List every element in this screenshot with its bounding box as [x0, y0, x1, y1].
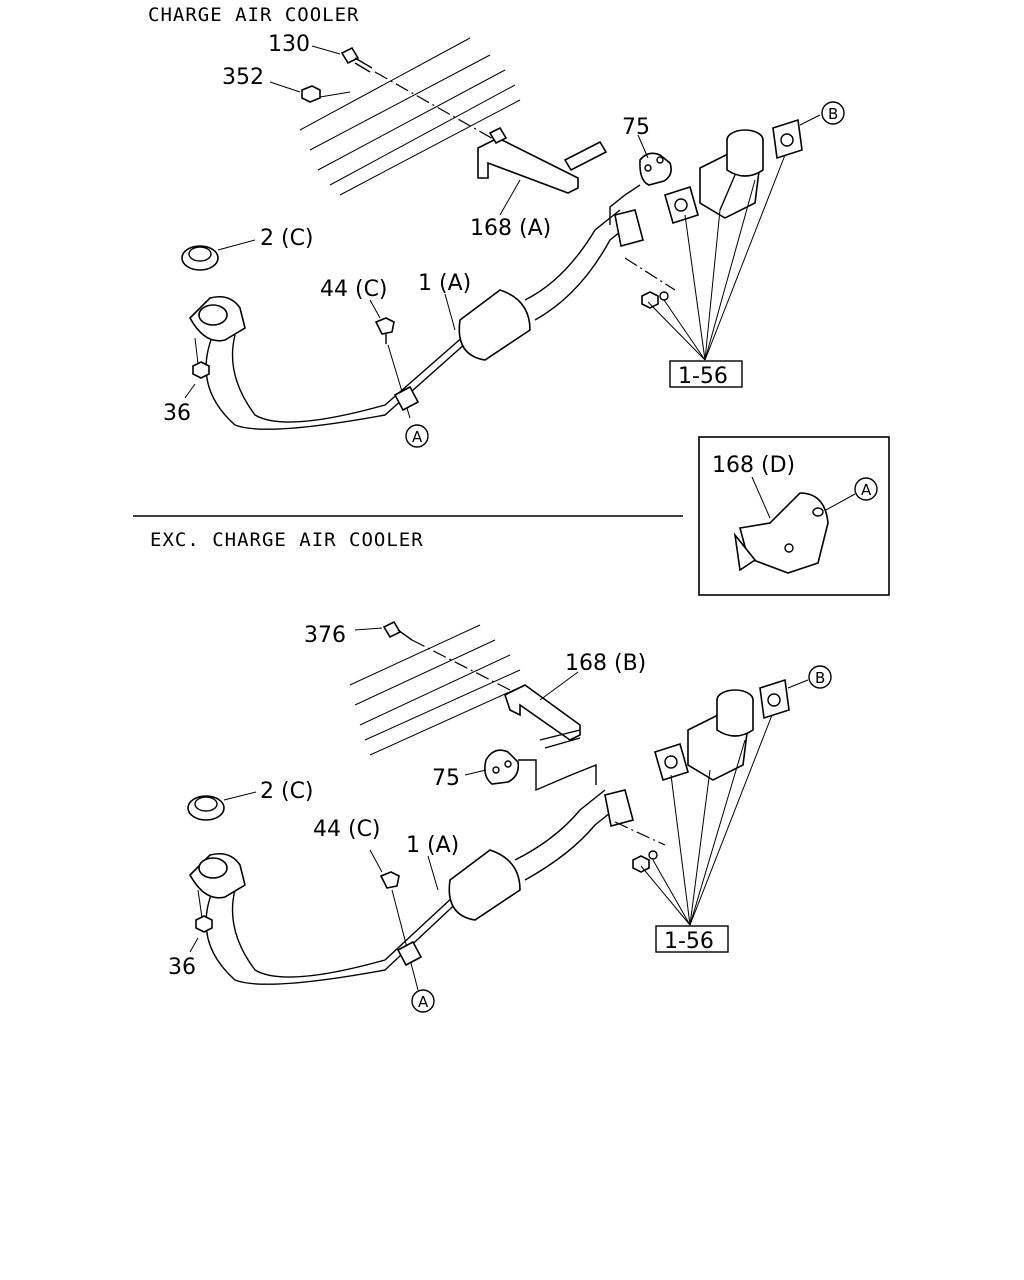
leader-168a — [499, 179, 521, 216]
section-title-exc-charge-air-cooler: EXC. CHARGE AIR COOLER — [150, 529, 424, 551]
circle-a-bottom-label: A — [418, 993, 429, 1011]
circle-b-bottom — [808, 665, 832, 689]
label-36-bottom: 36 — [168, 955, 196, 980]
label-130: 130 — [268, 32, 310, 57]
frame-rail-bottom — [349, 624, 526, 756]
nut-flange-bottom — [632, 855, 650, 873]
inset-circle-a — [854, 477, 878, 501]
ref-1-56-top[interactable]: 1-56 — [678, 364, 728, 389]
leader-75 — [637, 134, 649, 159]
label-44c: 44 (C) — [320, 277, 388, 302]
rubber-mount-75 — [639, 152, 672, 186]
leader-352 — [269, 81, 301, 93]
nut-flange-top — [641, 291, 659, 309]
section-title-charge-air-cooler: CHARGE AIR COOLER — [148, 4, 359, 26]
gasket-flange-bottom — [654, 742, 689, 782]
muffler-assembly — [699, 129, 764, 219]
ref-box-bottom — [655, 925, 729, 953]
bracket-a-bottom — [396, 940, 423, 967]
label-1a: 1 (A) — [418, 271, 471, 296]
gasket-2c-bottom — [187, 795, 225, 821]
label-352: 352 — [222, 65, 264, 90]
circle-b-bottom-label: B — [815, 669, 825, 687]
muffler-assembly-bottom — [687, 689, 754, 781]
bolt-44c-bottom — [379, 871, 400, 889]
exhaust-pipe-1a-bottom — [205, 789, 634, 985]
hanger-rod-bottom — [518, 759, 597, 792]
circle-a-bottom — [411, 989, 435, 1013]
frame-rail-top — [299, 37, 521, 196]
bolt-376 — [382, 620, 413, 641]
front-flange-bottom — [189, 852, 246, 899]
label-36: 36 — [163, 401, 191, 426]
ref-leaders-bottom — [640, 714, 773, 926]
exhaust-pipe-1a-top — [205, 209, 644, 430]
gasket-flange — [664, 185, 699, 225]
bracket-168b — [504, 684, 581, 749]
gasket-b — [772, 118, 803, 160]
circle-a-top — [405, 424, 429, 448]
bolt-44c-top — [374, 317, 395, 335]
gasket-2c-top — [181, 245, 219, 271]
leader-1a — [444, 293, 456, 331]
circle-b-top — [821, 101, 845, 125]
inset-circle-a-label: A — [861, 481, 872, 499]
ref-leaders-top — [647, 154, 786, 361]
front-flange-top — [189, 295, 246, 342]
label-1a-bottom: 1 (A) — [406, 833, 459, 858]
label-376: 376 — [304, 623, 346, 648]
bolt-axis-line — [374, 71, 496, 141]
ref-1-56-bottom[interactable]: 1-56 — [664, 929, 714, 954]
circle-b-top-label: B — [828, 105, 838, 123]
label-2c-bottom: 2 (C) — [260, 779, 314, 804]
leader-130 — [311, 45, 341, 55]
gasket-b-bottom — [759, 678, 790, 720]
nut-36-top — [192, 361, 210, 379]
ref-box-top — [669, 360, 743, 388]
nut-352 — [301, 85, 321, 103]
label-75-bottom: 75 — [432, 766, 460, 791]
rubber-mount-75-bottom — [484, 749, 520, 785]
leader-2c — [217, 239, 256, 251]
bracket-168a — [477, 126, 608, 194]
label-2c: 2 (C) — [260, 226, 314, 251]
label-75: 75 — [622, 115, 650, 140]
hanger-rod — [609, 184, 641, 225]
nut-36-bottom — [195, 915, 213, 933]
circle-a-top-label: A — [412, 428, 423, 446]
label-168b: 168 (B) — [565, 651, 646, 676]
bracket-168d — [733, 492, 829, 574]
bolt-130 — [340, 46, 373, 73]
label-168a: 168 (A) — [470, 216, 551, 241]
label-44c-bottom: 44 (C) — [313, 817, 381, 842]
inset-label-168d: 168 (D) — [712, 453, 795, 478]
bracket-a-top — [393, 385, 420, 412]
